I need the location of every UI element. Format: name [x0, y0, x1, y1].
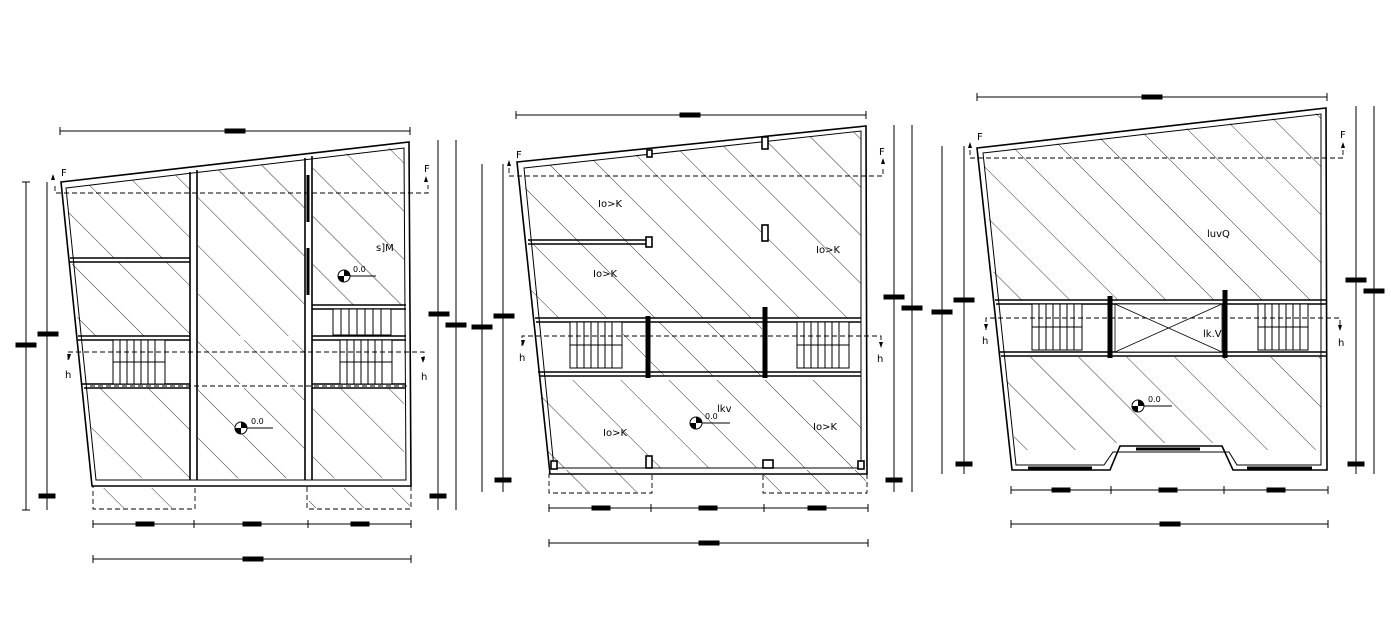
plan-left: F F h h 0.0 0.0 s]M: [15, 127, 467, 563]
right-void-cross: [1114, 303, 1223, 353]
middle-hatch-zones: [524, 131, 866, 492]
right-dashed-lines: [969, 150, 1344, 330]
middle-section-marker-top-right: F: [879, 147, 885, 158]
left-staircases: [112, 308, 393, 385]
left-level-mark-icon-2: [234, 421, 273, 435]
right-staircases: [1031, 303, 1309, 351]
middle-room-label-5: Io>K: [813, 422, 837, 433]
right-section-marker-top-right: F: [1340, 130, 1346, 141]
middle-level-mark-icon: [689, 416, 730, 430]
middle-level-label: 0.0: [705, 412, 718, 421]
right-room-label-2: lk.V: [1203, 329, 1222, 340]
middle-dimensions: [471, 111, 923, 547]
right-section-marker-top: F: [977, 132, 983, 143]
middle-section-marker-bottom-right: h: [877, 354, 883, 365]
right-hatch-zones: [983, 113, 1321, 450]
middle-room-label-2: Io>K: [593, 269, 617, 280]
right-section-marker-bottom: h: [982, 336, 988, 347]
middle-room-label-3: Io>K: [816, 245, 840, 256]
right-section-marker-bottom-right: h: [1338, 338, 1344, 349]
left-hatch-zones: [66, 146, 410, 508]
middle-room-label-6: lkv: [717, 404, 732, 415]
plan-middle: F F h h Io>K Io>K Io>K Io>K Io>K lkv 0.0: [471, 111, 923, 547]
plan-right: F F h h luvQ lk.V 0.0: [931, 93, 1385, 528]
left-section-marker-bottom: h: [65, 370, 71, 381]
right-level-label: 0.0: [1148, 395, 1161, 404]
left-room-label: s]M: [376, 243, 394, 254]
middle-section-marker-bottom: h: [519, 353, 525, 364]
left-level-mark-icon: [337, 269, 376, 283]
section-arrows: [51, 142, 1345, 363]
middle-room-label-4: Io>K: [603, 428, 627, 439]
middle-staircases: [569, 321, 850, 369]
left-section-marker-top: F: [61, 168, 67, 179]
left-section-marker-top-right: F: [424, 164, 430, 175]
left-dimensions: [15, 127, 467, 563]
right-room-label-1: luvQ: [1207, 229, 1230, 240]
left-dashed-lines: [54, 185, 429, 510]
left-level-label-2: 0.0: [251, 417, 264, 426]
left-section-marker-bottom-right: h: [421, 372, 427, 383]
middle-room-label-1: Io>K: [598, 199, 622, 210]
right-dimensions: [931, 93, 1385, 528]
middle-section-marker-top: F: [516, 150, 522, 161]
right-level-mark-icon: [1131, 399, 1172, 413]
left-level-label-1: 0.0: [353, 265, 366, 274]
